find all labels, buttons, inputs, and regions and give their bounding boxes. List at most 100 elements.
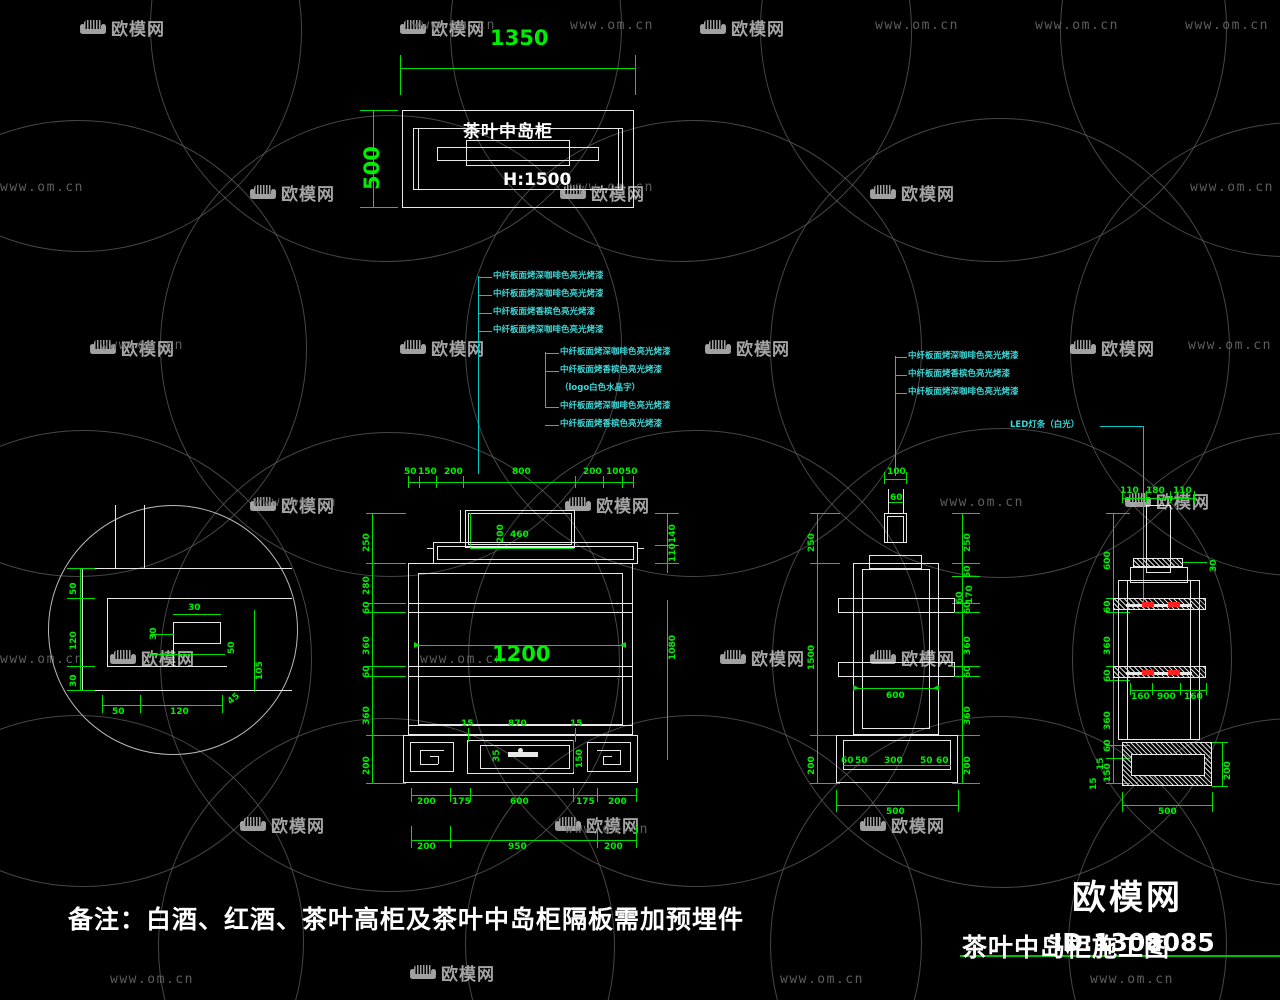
side-dim-right: 200 — [963, 756, 973, 775]
detail-edge — [173, 622, 174, 666]
watermark-logo: 欧模网 — [1070, 335, 1155, 360]
dim-bottom2: 200 — [604, 842, 623, 852]
side-mid-dim: 600 — [886, 691, 905, 701]
sect-cap — [1130, 567, 1188, 583]
base-dim: 15 — [570, 719, 583, 729]
watermark-url: www.om.cn — [1188, 338, 1272, 353]
crown-width-dim: 460 — [510, 530, 529, 540]
leader — [895, 357, 907, 358]
watermark-url: www.om.cn — [110, 972, 194, 987]
side-cornice — [869, 555, 922, 569]
leader — [545, 371, 559, 372]
dim-left: 280 — [362, 576, 372, 595]
dim-line — [80, 568, 81, 690]
plan-width-dim: 1350 — [490, 26, 549, 50]
crown-box — [465, 510, 575, 548]
dim-bottom2: 950 — [508, 842, 527, 852]
detail-edge — [107, 598, 292, 599]
sect-shelf-core — [1126, 604, 1192, 607]
dim-bottom: 175 — [452, 797, 471, 807]
leader — [478, 295, 492, 296]
dim-line — [411, 840, 636, 841]
dim-line — [667, 513, 668, 573]
leader — [895, 393, 907, 394]
annotation-line: 中纤板面烤深咖啡色亮光烤漆 — [493, 325, 604, 335]
sect-body-inner — [1127, 580, 1191, 740]
detail-dim: 50 — [69, 582, 79, 595]
sect-dim-mid: 900 — [1157, 692, 1176, 702]
sofa-icon — [240, 817, 266, 832]
sofa-icon — [860, 817, 886, 832]
plan-inner — [413, 128, 623, 190]
detail-dim: 30 — [188, 603, 201, 613]
ext-line — [360, 110, 398, 111]
detail-dim: 50 — [227, 641, 237, 654]
side-total-dim: 500 — [886, 807, 905, 817]
sofa-icon — [250, 497, 276, 512]
dim-line — [411, 795, 636, 796]
sect-dim-top: 110 — [1173, 486, 1192, 496]
embed-marker — [1168, 602, 1180, 607]
dim-line — [414, 645, 626, 646]
base-plinth — [403, 735, 638, 783]
annotation-line: LED灯条（白光） — [1010, 420, 1080, 430]
dim-bottom: 175 — [576, 797, 595, 807]
leader-drop — [895, 396, 896, 476]
sect-dim-left: 60 — [1103, 739, 1113, 752]
crown-height-dim: 200 — [496, 524, 506, 543]
base-fret-left — [410, 742, 454, 772]
dim-right: 1080 — [668, 634, 678, 660]
side-shelf — [838, 612, 954, 613]
annotation-line: 中纤板面烤香槟色亮光烤漆 — [560, 365, 663, 375]
watermark-url: www.om.cn — [253, 495, 337, 510]
crown-inner — [468, 513, 572, 545]
side-dim-right: 60 — [963, 665, 973, 678]
leader — [478, 277, 492, 278]
embed-marker — [1142, 670, 1154, 675]
watermark-url: www.om.cn — [1090, 972, 1174, 987]
sect-dim-top: 180 — [1146, 486, 1165, 496]
plan-div — [418, 128, 419, 190]
sofa-icon — [400, 20, 426, 35]
sect-dim-left: 360 — [1103, 636, 1113, 655]
watermark-logo: 欧模网 — [410, 960, 495, 985]
dim-line — [150, 654, 225, 655]
side-dim-left: 250 — [807, 533, 817, 552]
ext-line — [140, 695, 141, 713]
dim-bottom2: 200 — [417, 842, 436, 852]
side-shelf — [838, 662, 954, 663]
dim-line — [372, 513, 373, 783]
sofa-icon — [250, 185, 276, 200]
side-body-inner — [862, 569, 930, 729]
dim-line — [667, 600, 668, 760]
dim-top: 50 — [625, 467, 638, 477]
detail-dim: 50 — [112, 707, 125, 717]
sofa-icon — [80, 20, 106, 35]
sect-dim-top: 110 — [1120, 486, 1139, 496]
detail-edge — [144, 505, 145, 568]
embed-marker — [1168, 670, 1180, 675]
ext-line — [67, 568, 95, 569]
drawing-title: 茶叶中岛柜施工图 — [962, 933, 1171, 962]
watermark-url: www.om.cn — [1185, 18, 1269, 33]
cornice-inner — [437, 546, 634, 560]
crown-edge — [460, 510, 461, 542]
ext-line — [67, 690, 95, 691]
plan-div — [618, 128, 619, 190]
detail-slot — [173, 622, 221, 644]
watermark-url: www.om.cn — [780, 972, 864, 987]
side-base-dim: 60 — [936, 756, 949, 766]
watermark-url: www.om.cn — [940, 495, 1024, 510]
leader — [545, 425, 559, 426]
dim-top: 200 — [444, 467, 463, 477]
annotation-line: 中纤板面烤深咖啡色亮光烤漆 — [560, 347, 671, 357]
sect-dim-left: 600 — [1103, 551, 1113, 570]
detail-dim: 105 — [255, 661, 265, 680]
dim-line — [102, 705, 222, 706]
dim-line — [254, 610, 255, 692]
dim-top: 150 — [418, 467, 437, 477]
side-dim-right: 360 — [963, 636, 973, 655]
sect-shelf-core — [1126, 672, 1192, 675]
footer-note: 备注：白酒、红酒、茶叶高柜及茶叶中岛柜隔板需加预埋件 — [68, 905, 745, 934]
